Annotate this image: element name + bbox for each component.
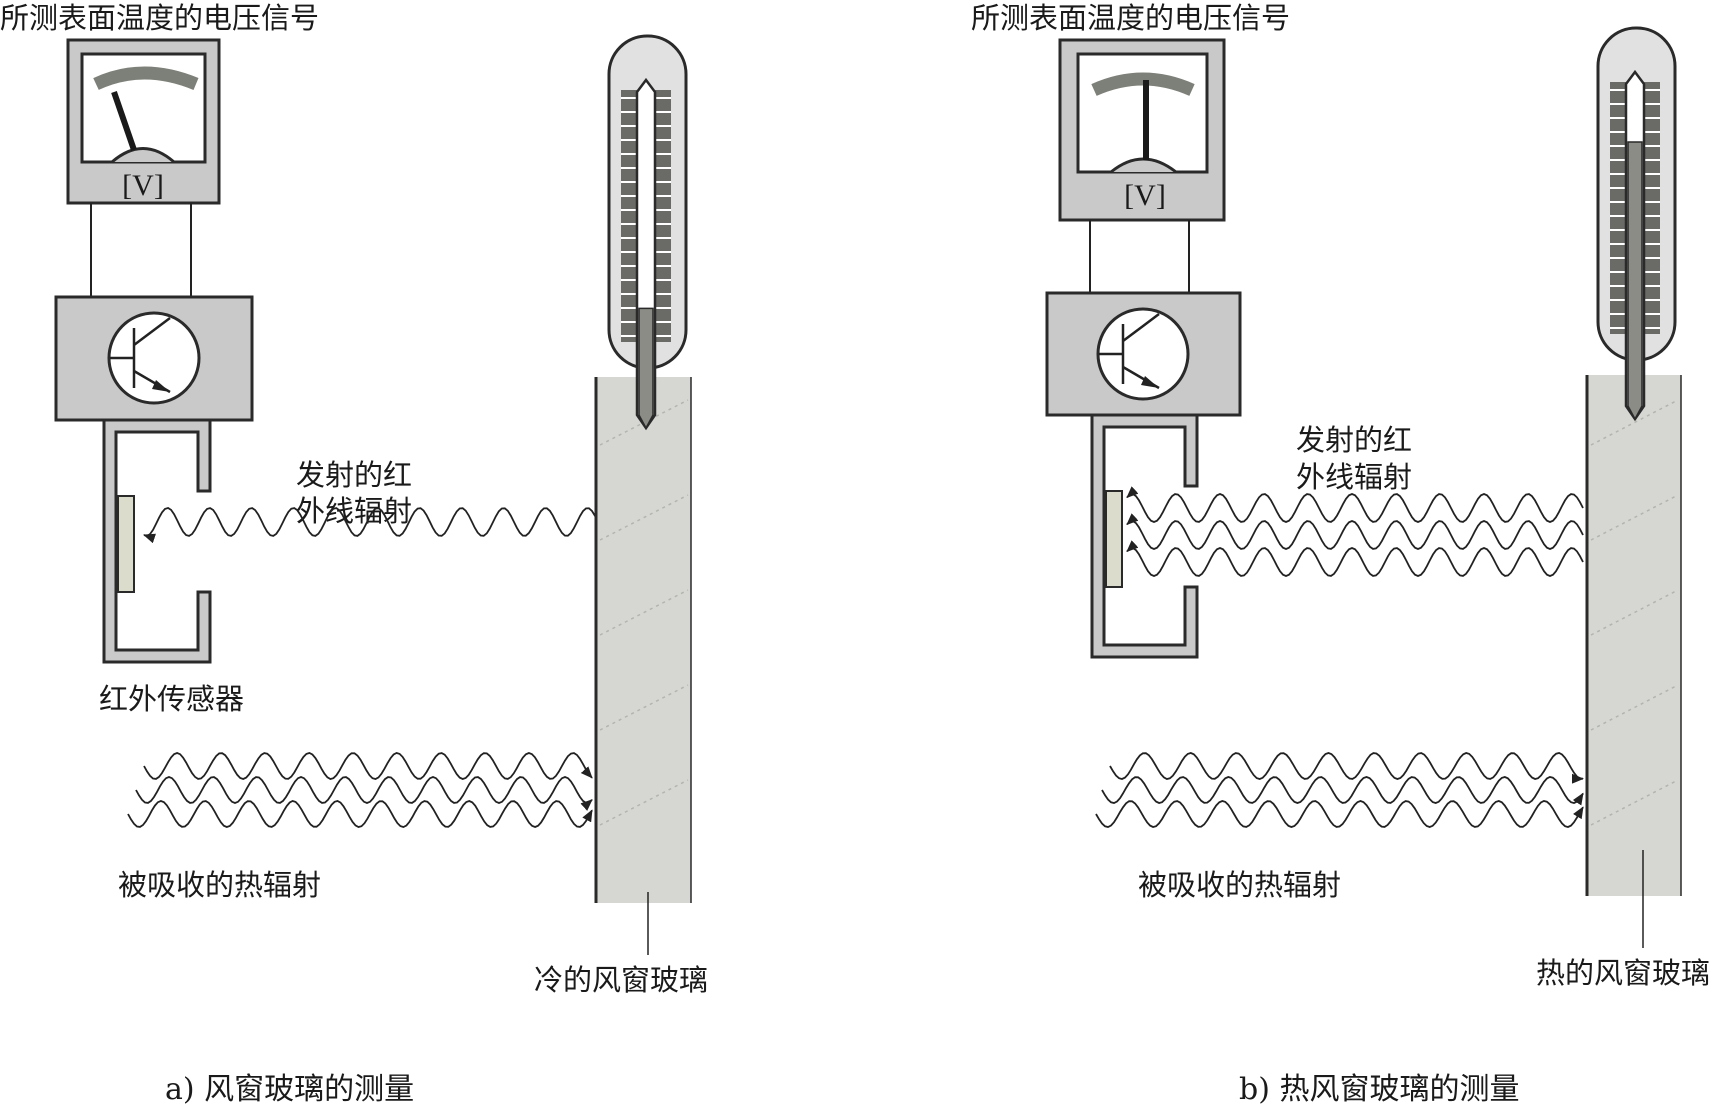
radiation-wave bbox=[1126, 513, 1584, 550]
hot-windshield-label: 热的风窗玻璃 bbox=[1536, 956, 1710, 990]
meter-unit: [V] bbox=[122, 169, 164, 202]
radiation-wave bbox=[1126, 486, 1584, 523]
absorbed-radiation-waves bbox=[1095, 752, 1584, 828]
radiation-wave bbox=[1095, 800, 1584, 828]
absorbed-radiation-waves bbox=[127, 752, 593, 828]
radiation-wave bbox=[135, 776, 593, 811]
transistor-icon bbox=[1045, 291, 1242, 417]
emitted-radiation-waves bbox=[143, 507, 599, 544]
absorbed-radiation-label: 被吸收的热辐射 bbox=[1138, 868, 1341, 902]
caption-b: b) 热风窗玻璃的测量 bbox=[1239, 1072, 1519, 1107]
infrared-sensor-icon bbox=[102, 418, 212, 664]
voltage-signal-label: 所测表面温度的电压信号 bbox=[971, 1, 1290, 35]
radiation-wave bbox=[1126, 540, 1584, 577]
meter-needle bbox=[111, 91, 137, 151]
radiation-wave bbox=[127, 800, 593, 828]
emitted-ir-label-line1: 发射的红 bbox=[296, 458, 412, 492]
emitted-ir-label-line2: 外线辐射 bbox=[1296, 460, 1412, 494]
sensor-label: 红外传感器 bbox=[99, 682, 244, 716]
caption-a: a) 风窗玻璃的测量 bbox=[165, 1072, 414, 1107]
thermometer-icon bbox=[1596, 26, 1677, 422]
emitted-ir-label-line2: 外线辐射 bbox=[296, 494, 412, 528]
voltmeter-icon bbox=[1058, 38, 1226, 222]
panel-b: 所测表面温度的电压信号 [V] 发射的红 外线辐射 被吸收的 bbox=[971, 1, 1710, 1107]
emitted-ir-label-line1: 发射的红 bbox=[1296, 423, 1412, 457]
voltmeter-icon bbox=[66, 38, 221, 205]
voltage-signal-label: 所测表面温度的电压信号 bbox=[0, 1, 319, 35]
windshield-glass bbox=[1585, 375, 1682, 948]
radiation-wave bbox=[143, 507, 599, 544]
thermometer-icon bbox=[607, 34, 688, 431]
sensor-element bbox=[117, 495, 135, 593]
windshield-glass bbox=[594, 377, 692, 955]
sensor-element bbox=[1105, 490, 1123, 588]
emitted-radiation-waves bbox=[1126, 486, 1584, 577]
absorbed-radiation-label: 被吸收的热辐射 bbox=[118, 868, 321, 902]
radiation-wave bbox=[143, 752, 593, 780]
cold-windshield-label: 冷的风窗玻璃 bbox=[534, 963, 708, 997]
meter-unit: [V] bbox=[1124, 179, 1166, 212]
radiation-wave bbox=[1101, 776, 1584, 806]
radiation-wave bbox=[1109, 752, 1584, 784]
transistor-icon bbox=[54, 295, 254, 422]
infrared-sensor-icon bbox=[1090, 413, 1199, 659]
panel-a: 所测表面温度的电压信号 [V] 红外传感器 bbox=[0, 1, 708, 1107]
